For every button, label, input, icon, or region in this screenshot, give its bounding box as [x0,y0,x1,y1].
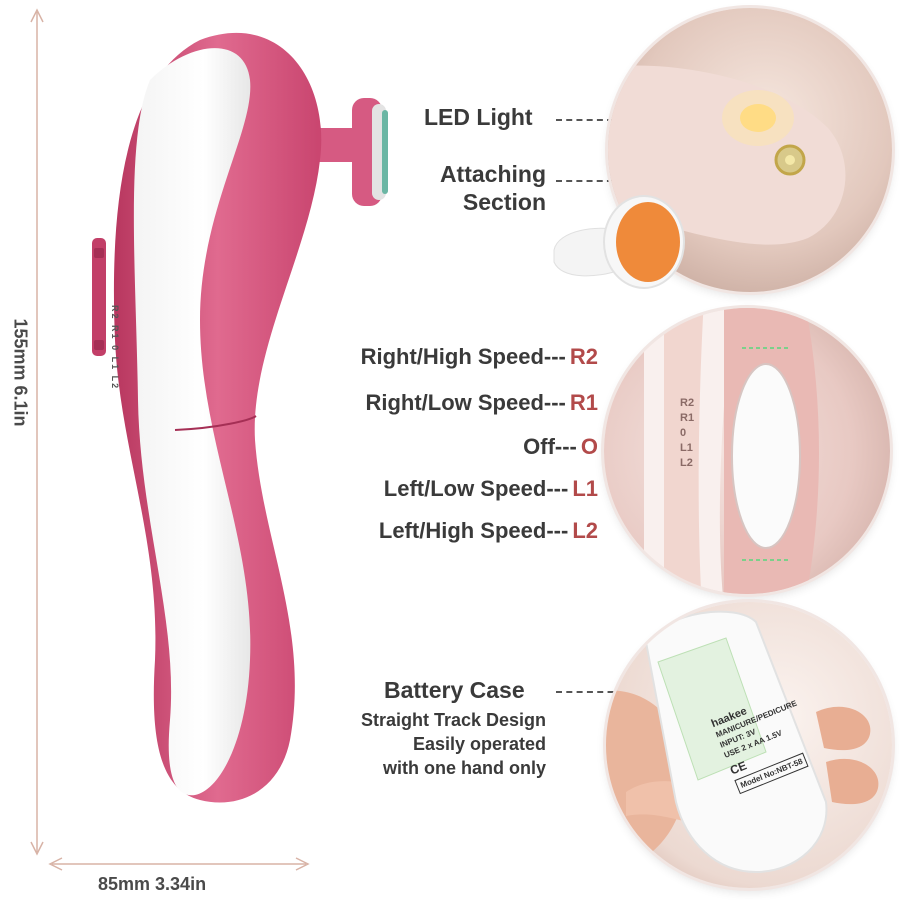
nail-drill-device [92,32,388,803]
height-label: 155mm 6.1in [10,318,31,427]
battery-case-label: Battery Case [384,677,525,703]
switch-detail-circle: R2 R1 0 L1 L2 [604,308,890,594]
speed-r2: Right/High Speed---R2 [360,344,598,369]
speed-l1: Left/Low Speed---L1 [383,476,598,501]
speed-off: Off---O [523,434,598,459]
width-dimension [48,857,310,871]
battery-detail-circle: haakee MANICURE/PEDICURE INPUT: 3V USE 2… [606,602,892,888]
led-detail-circle [608,8,892,292]
led-light-label: LED Light [424,104,533,130]
speed-l2: Left/High Speed---L2 [378,518,598,543]
speed-r1: Right/Low Speed---R1 [365,390,598,415]
battery-description: Straight Track Design Easily operated wi… [360,710,546,778]
attaching-section-label: Attaching Section [439,161,546,215]
height-dimension [30,8,44,856]
speed-labels: Right/High Speed---R2 Right/Low Speed---… [318,330,598,560]
sanding-disc-attachment [553,195,685,289]
switch-detail-marks: R2 R1 0 L1 L2 [680,397,695,469]
device-switch-marks: R2 R1 0 L1 L2 [110,305,120,391]
width-label: 85mm 3.34in [98,874,207,894]
